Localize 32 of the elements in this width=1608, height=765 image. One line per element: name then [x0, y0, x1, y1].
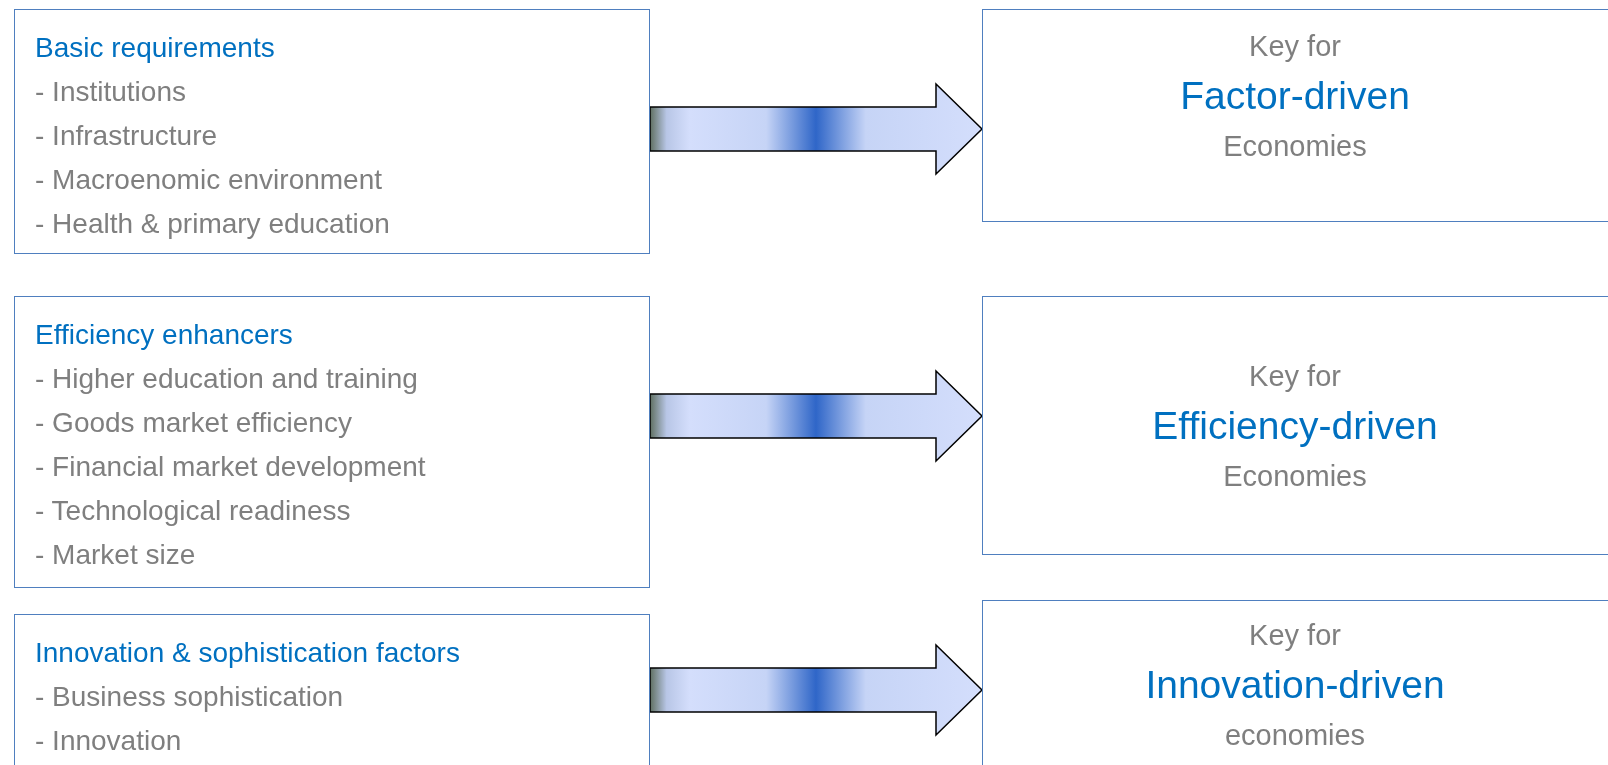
list-item: - Higher education and training [35, 362, 419, 396]
text-box [14, 9, 650, 254]
section-heading: Basic requirements [35, 31, 276, 65]
list-item: - Business sophistication [35, 680, 345, 714]
caption-text: Economies [1223, 458, 1367, 494]
list-item: - Goods market efficiency [35, 406, 353, 440]
list-item: - Macroenomic environment [35, 163, 384, 197]
economy-type: Efficiency-driven [1152, 402, 1438, 449]
list-item: - Technological readiness [35, 494, 352, 528]
block-arrow [649, 369, 984, 463]
list-item: - Health & primary education [35, 207, 391, 241]
caption-text: Key for [1249, 28, 1341, 64]
list-item: - Innovation [35, 724, 183, 758]
list-item: - Infrastructure [35, 119, 219, 153]
block-arrow [649, 82, 984, 176]
list-item: - Market size [35, 538, 197, 572]
text-box [982, 600, 1608, 765]
caption-text: Key for [1249, 618, 1341, 653]
text-box [982, 9, 1608, 222]
section-heading: Innovation & sophistication factors [35, 636, 461, 670]
list-item: - Financial market development [35, 450, 427, 484]
text-box [982, 296, 1608, 555]
caption-text: Economies [1223, 128, 1367, 164]
caption-text: Key for [1249, 358, 1341, 394]
list-item: - Institutions [35, 75, 187, 109]
economy-type: Factor-driven [1180, 72, 1410, 119]
section-heading: Efficiency enhancers [35, 318, 294, 352]
block-arrow [649, 643, 984, 737]
economy-type: Innovation-driven [1145, 662, 1445, 708]
text-box [14, 614, 650, 765]
caption-text: economies [1224, 718, 1366, 753]
text-box [14, 296, 650, 588]
